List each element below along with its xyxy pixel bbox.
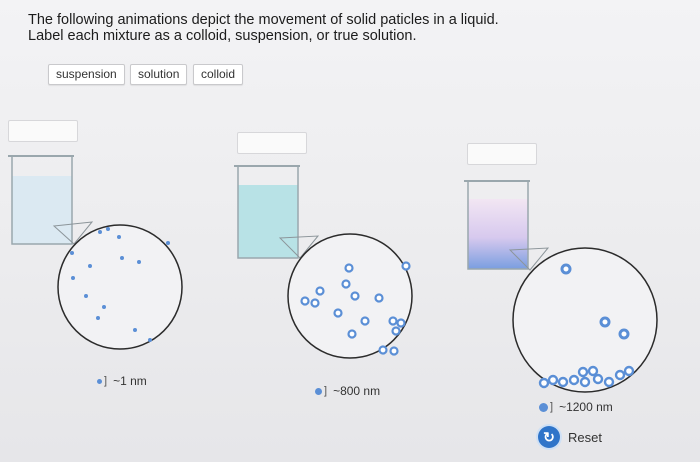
reset-label: Reset bbox=[568, 429, 602, 445]
magnified-view-3 bbox=[512, 247, 658, 393]
reset-icon: ↻ bbox=[538, 426, 560, 448]
label-chip-suspension[interactable]: suspension bbox=[48, 64, 125, 85]
particle-size-text-3: ~1200 nm bbox=[559, 400, 613, 414]
particle-size-icon bbox=[539, 402, 548, 412]
beaker-2 bbox=[234, 165, 320, 259]
drop-target-mixture-1[interactable] bbox=[8, 120, 78, 142]
label-chip-solution[interactable]: solution bbox=[130, 64, 188, 85]
particle-size-label-3: ]~1200 nm bbox=[539, 400, 613, 414]
label-chip-colloid[interactable]: colloid bbox=[193, 64, 244, 85]
beaker-1 bbox=[8, 155, 94, 245]
instructions-line-2: Label each mixture as a colloid, suspens… bbox=[28, 28, 417, 44]
reset-button[interactable]: ↻ Reset bbox=[538, 426, 602, 448]
beaker-3 bbox=[464, 180, 550, 271]
particle-size-text-1: ~1 nm bbox=[113, 374, 147, 388]
particle-size-label-1: ]~1 nm bbox=[97, 374, 147, 388]
magnified-view-2 bbox=[287, 233, 413, 359]
particle-size-icon bbox=[315, 387, 322, 395]
particle-size-label-2: ]~800 nm bbox=[315, 384, 380, 398]
instructions-line-1: The following animations depict the move… bbox=[28, 12, 499, 28]
drop-target-mixture-2[interactable] bbox=[237, 132, 307, 154]
drop-target-mixture-3[interactable] bbox=[467, 143, 537, 165]
instructions: The following animations depict the move… bbox=[28, 12, 588, 44]
particle-size-text-2: ~800 nm bbox=[333, 384, 381, 398]
magnified-view-1 bbox=[57, 224, 183, 350]
particle-size-icon bbox=[97, 378, 102, 384]
